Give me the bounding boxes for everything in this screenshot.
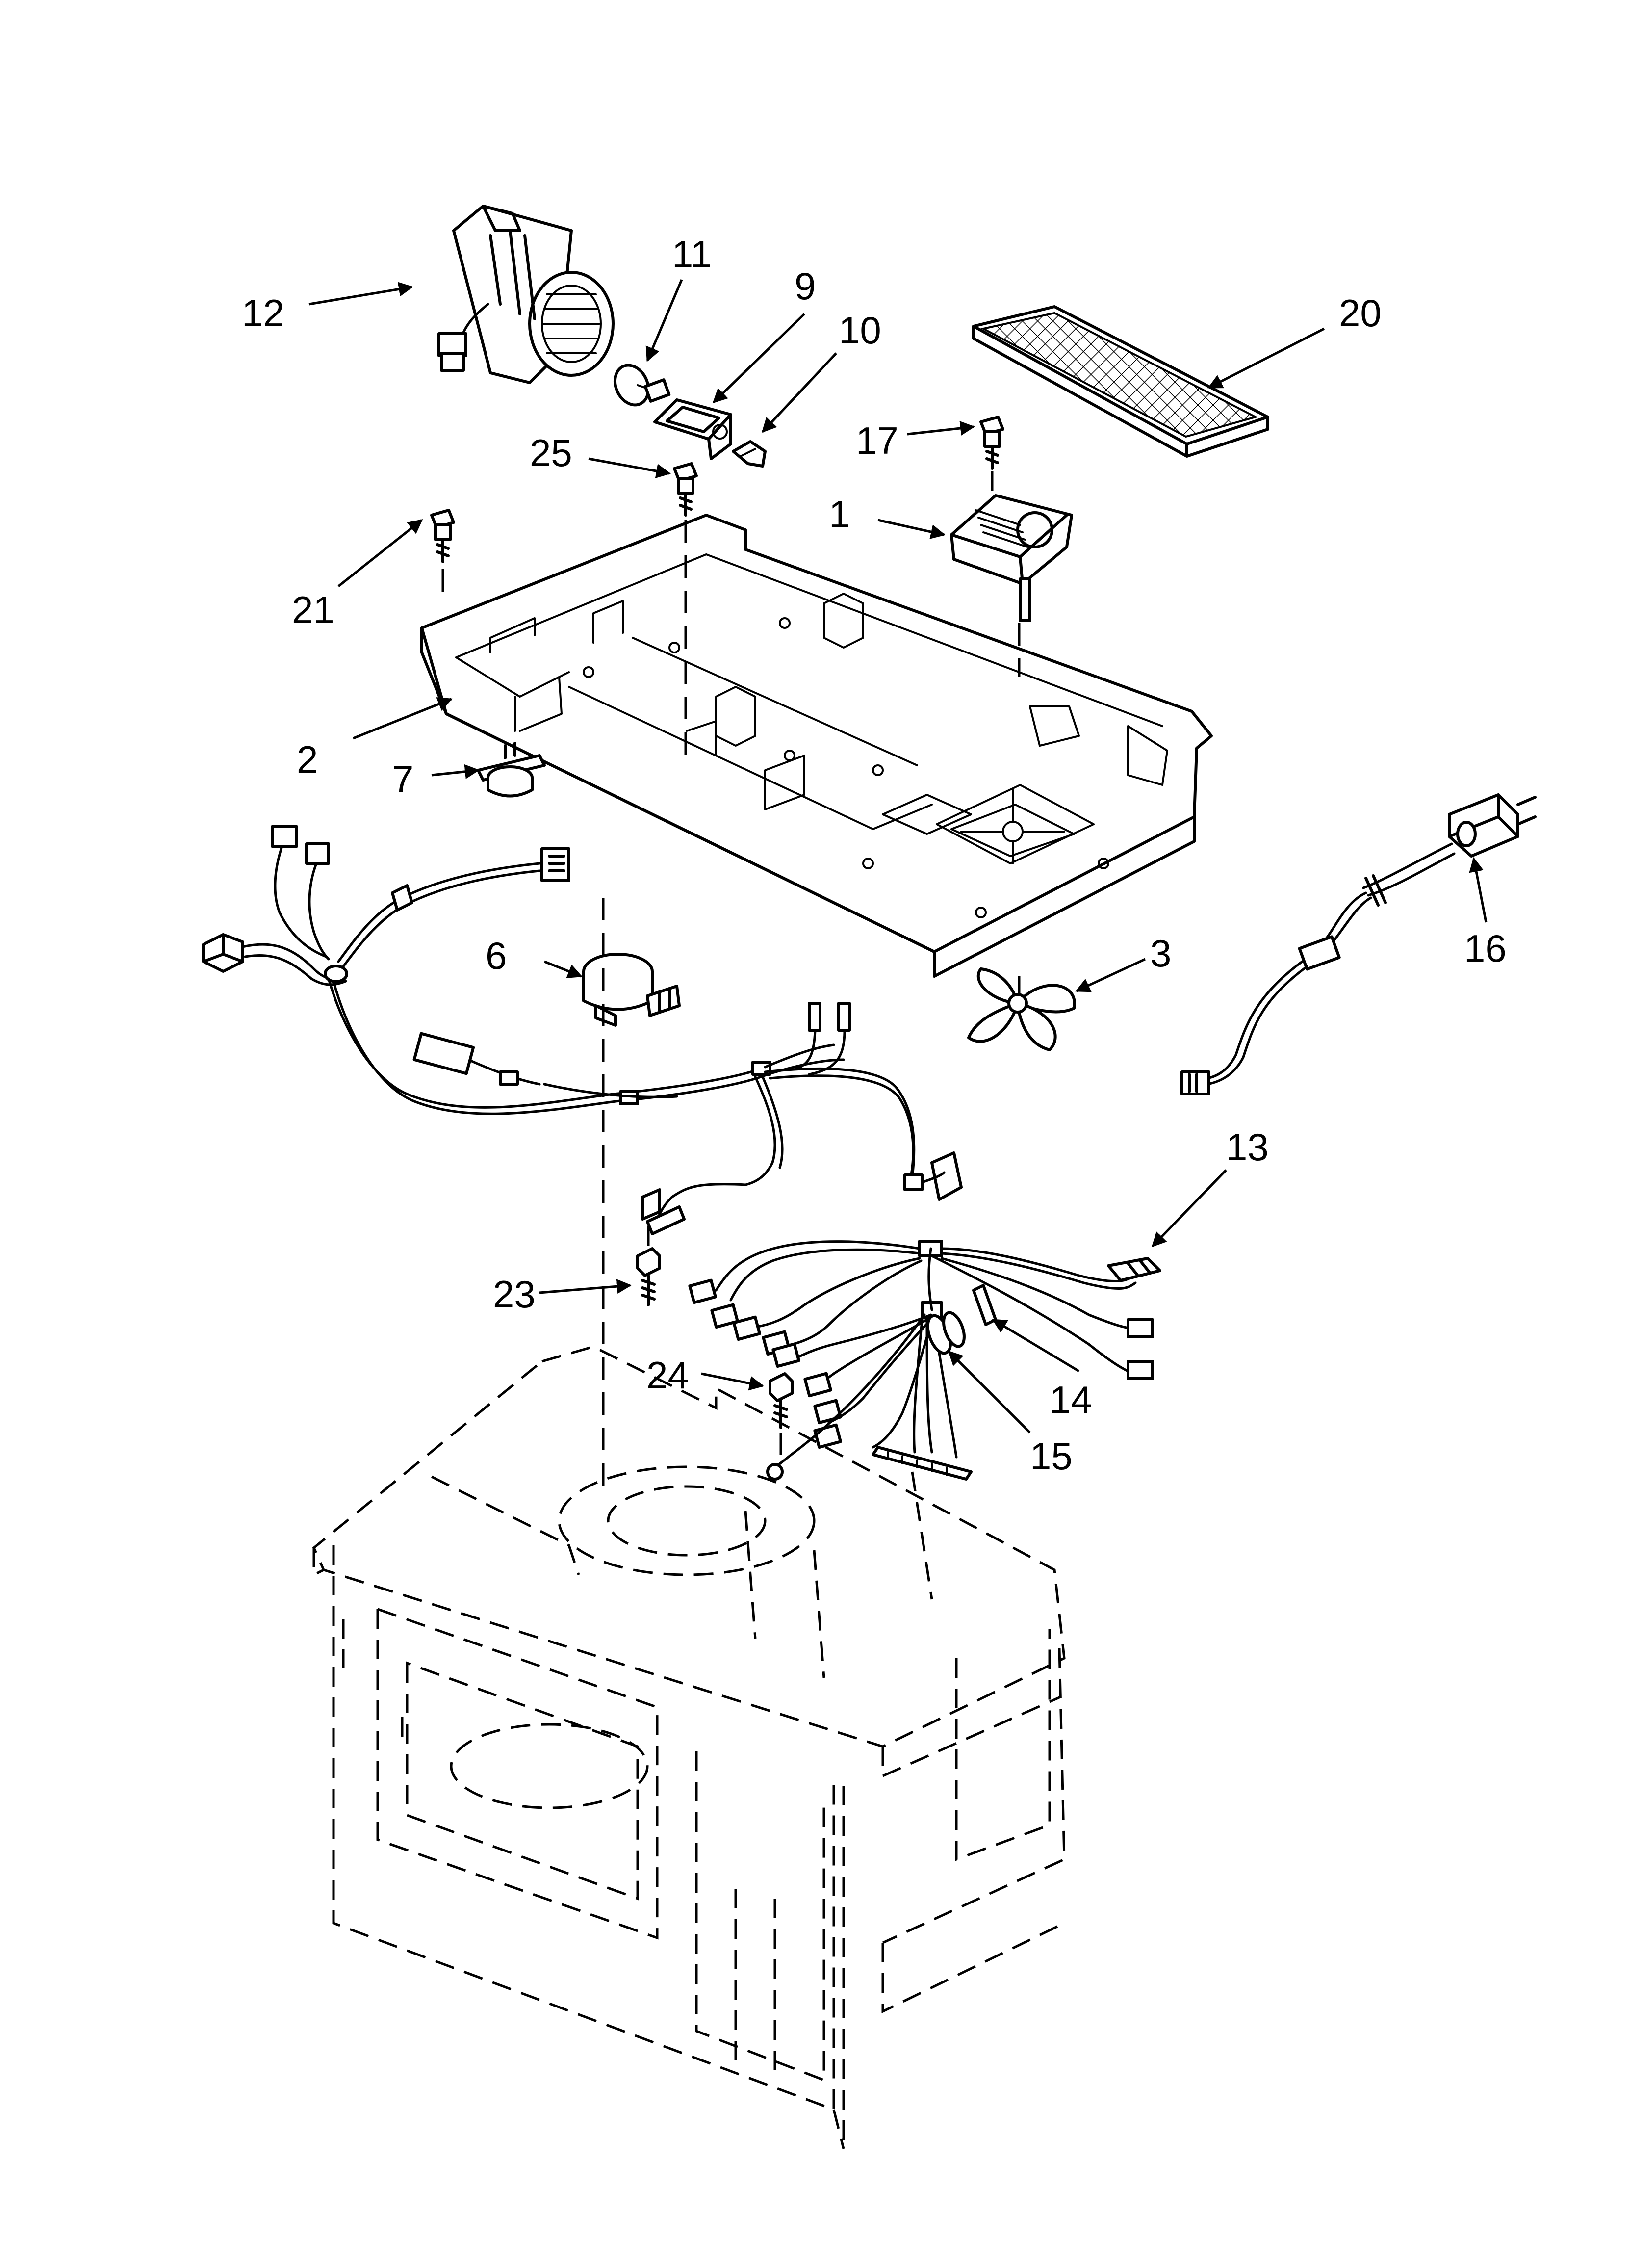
- callout-11: 11: [672, 233, 712, 276]
- fan-blade-part: [967, 967, 1076, 1051]
- callout-6: 6: [486, 934, 507, 977]
- wiring-harness-upper: [202, 825, 963, 1235]
- callout-25: 25: [530, 431, 572, 474]
- callout-12: 12: [242, 291, 284, 335]
- callout-20: 20: [1339, 291, 1382, 335]
- callout-24: 24: [646, 1354, 689, 1397]
- callout-3: 3: [1150, 932, 1171, 975]
- callout-13: 13: [1226, 1125, 1269, 1169]
- callout-16: 16: [1464, 927, 1507, 970]
- screw-23-part: [636, 1247, 661, 1306]
- control-transformer-part: [950, 494, 1073, 622]
- fan-motor-part: [582, 953, 681, 1027]
- base-plate-part: [420, 514, 1213, 978]
- charcoal-filter-part: [972, 305, 1269, 458]
- screw-21-part: [430, 509, 455, 563]
- assembly-guide-lines: [441, 471, 1021, 1496]
- callout-10: 10: [839, 309, 881, 352]
- callout-17: 17: [856, 419, 898, 462]
- screw-25-part: [673, 462, 698, 517]
- power-cord-part: [1180, 793, 1537, 1095]
- callout-23: 23: [493, 1273, 536, 1316]
- callout-14: 14: [1050, 1378, 1092, 1421]
- callout-7: 7: [392, 757, 413, 801]
- thermostat-part: [477, 742, 546, 798]
- callout-1: 1: [829, 493, 850, 536]
- callout-labels: 12 11 9 10 20 17 25 1 21 2 7 16 6 3 13 2…: [242, 233, 1507, 1478]
- screw-17-part: [979, 416, 1004, 470]
- callout-9: 9: [795, 264, 816, 308]
- callout-21: 21: [292, 588, 334, 631]
- wiring-harness-lower: [688, 1240, 1161, 1481]
- leader-arrows: [308, 279, 1488, 1434]
- lamp-socket-part: [653, 398, 732, 460]
- socket-clip-part: [732, 440, 767, 468]
- callout-2: 2: [297, 738, 318, 781]
- callout-15: 15: [1030, 1434, 1073, 1478]
- cabinet-outline: [312, 1345, 1066, 2149]
- blower-assembly-part: [437, 205, 615, 384]
- lamp-bulb-part: [613, 364, 671, 407]
